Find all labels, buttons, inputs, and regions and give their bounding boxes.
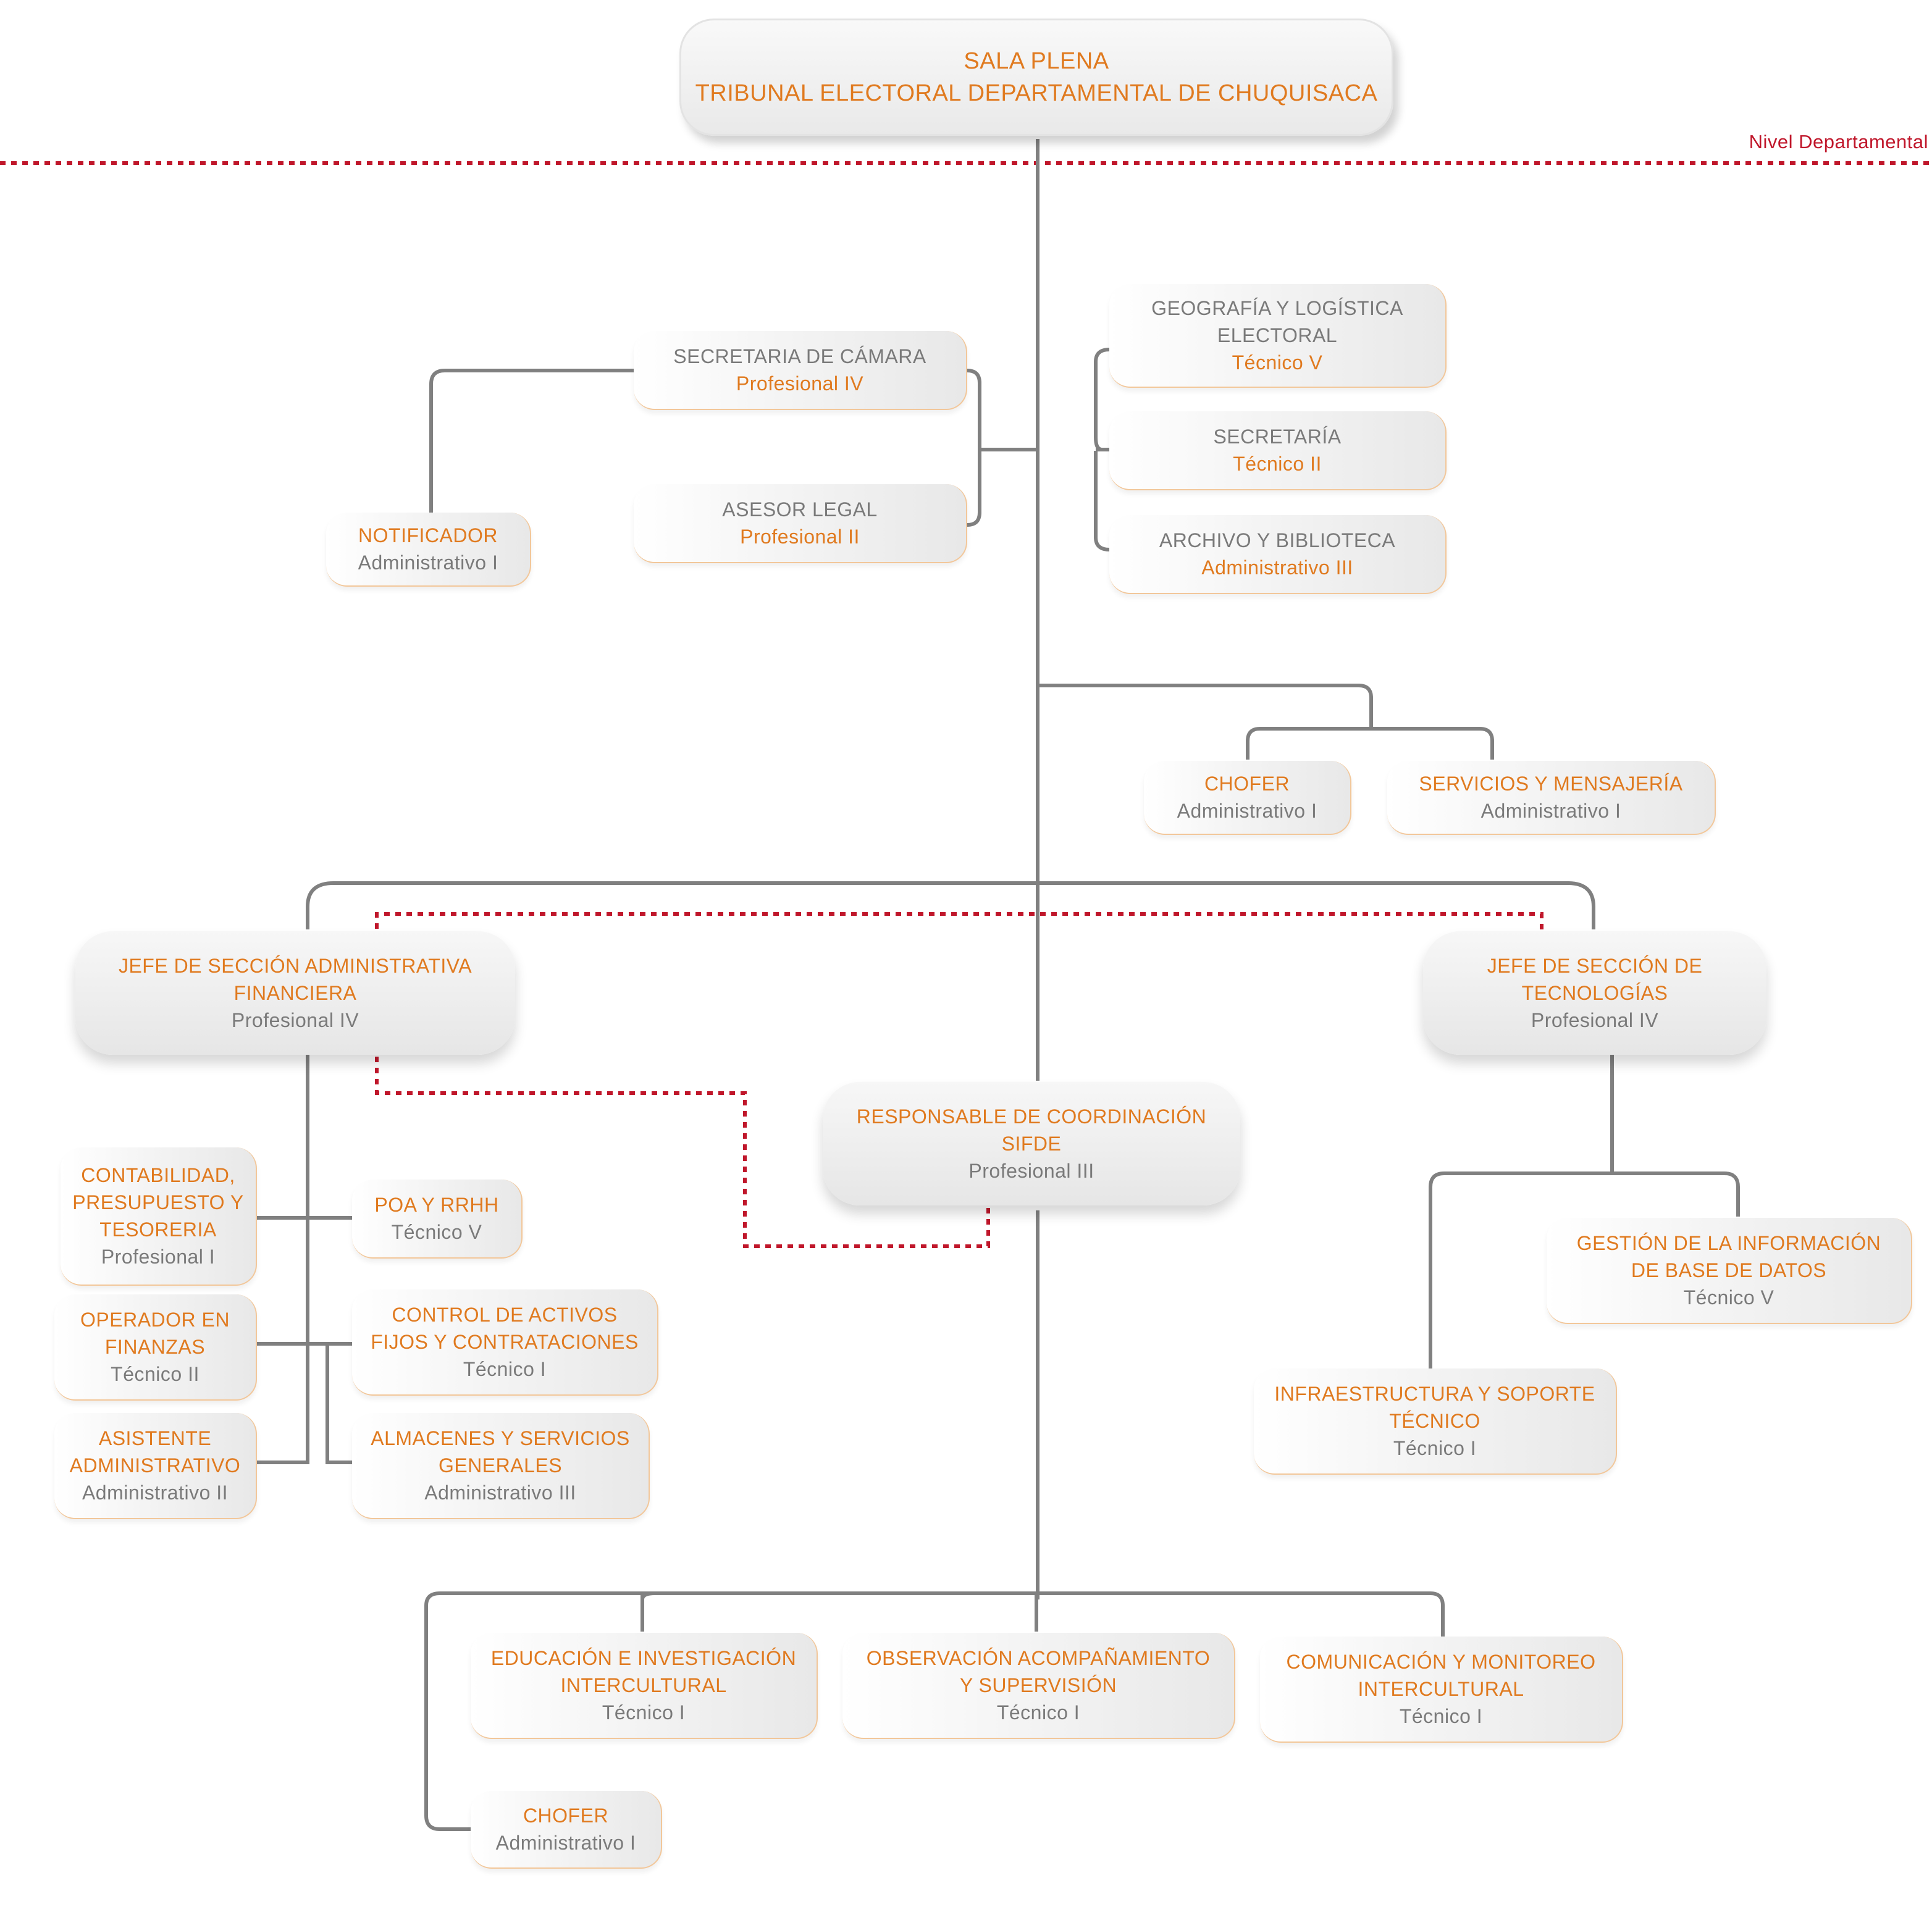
unit-title-line: COMUNICACIÓN Y MONITOREO xyxy=(1286,1651,1596,1673)
unit-title-line: POA Y RRHH xyxy=(374,1194,499,1216)
coordination-dotted-link xyxy=(375,912,1544,1248)
unit-title-line: GENERALES xyxy=(438,1454,563,1477)
sala-plena-title: SALA PLENA xyxy=(964,48,1109,74)
unit-title-line: Y SUPERVISIÓN xyxy=(959,1674,1117,1696)
unit-level: Profesional IV xyxy=(1531,1009,1659,1031)
unit-title-line: JEFE DE SECCIÓN ADMINISTRATIVA xyxy=(118,955,472,977)
unit-title-line: SECRETARÍA xyxy=(1213,425,1342,448)
level-label: Nivel Departamental xyxy=(1749,131,1928,153)
unit-title-line: EDUCACIÓN E INVESTIGACIÓN xyxy=(490,1647,797,1669)
sala-plena-box[interactable]: SALA PLENA TRIBUNAL ELECTORAL DEPARTAMEN… xyxy=(679,19,1393,136)
unit-title-line: GEOGRAFÍA Y LOGÍSTICA xyxy=(1151,297,1403,319)
unit-level: Administrativo I xyxy=(1177,800,1317,822)
unit-title-line: PRESUPUESTO Y xyxy=(72,1191,244,1213)
unit-level: Profesional IV xyxy=(736,372,864,395)
unit-gestion-info[interactable]: GESTIÓN DE LA INFORMACIÓN DE BASE DE DATO… xyxy=(1547,1218,1912,1324)
unit-title-line: GESTIÓN DE LA INFORMACIÓN xyxy=(1576,1232,1881,1254)
admin-links xyxy=(253,1216,352,1464)
unit-level: Técnico II xyxy=(1233,453,1322,475)
unit-operador[interactable]: OPERADOR EN FINANZAS Técnico II xyxy=(54,1294,257,1401)
unit-title-line: CONTROL DE ACTIVOS xyxy=(392,1304,618,1326)
unit-title-line: FINANCIERA xyxy=(233,982,357,1004)
unit-title-line: SERVICIOS Y MENSAJERÍA xyxy=(1419,773,1683,795)
unit-level: Administrativo I xyxy=(495,1832,636,1854)
staff-branch xyxy=(967,348,1110,551)
unit-sifde[interactable]: RESPONSABLE DE COORDINACIÓN SIFDE Profesio… xyxy=(823,1082,1240,1205)
unit-secretaria[interactable]: SECRETARÍA Técnico II xyxy=(1109,411,1447,490)
unit-level: Administrativo I xyxy=(358,551,498,574)
unit-archivo[interactable]: ARCHIVO Y BIBLIOTECA Administrativo III xyxy=(1109,515,1447,594)
unit-title-line: FINANZAS xyxy=(104,1336,206,1358)
unit-educacion[interactable]: EDUCACIÓN E INVESTIGACIÓN INTERCULTURAL Té… xyxy=(471,1633,818,1739)
unit-observacion[interactable]: OBSERVACIÓN ACOMPAÑAMIENTO Y SUPERVISIÓN T… xyxy=(842,1633,1235,1739)
unit-title-line: ASISTENTE xyxy=(98,1427,212,1449)
unit-title-line: FIJOS Y CONTRATACIONES xyxy=(371,1331,639,1353)
unit-title-line: ELECTORAL xyxy=(1217,324,1338,346)
unit-title-line: TÉCNICO xyxy=(1389,1410,1480,1432)
unit-level: Técnico V xyxy=(391,1221,482,1243)
unit-title-line: SIFDE xyxy=(1001,1133,1062,1155)
services-branch xyxy=(1038,684,1494,760)
unit-title-line: OBSERVACIÓN ACOMPAÑAMIENTO xyxy=(866,1647,1211,1669)
sifde-bus xyxy=(424,1591,1445,1831)
unit-title-line: INTERCULTURAL xyxy=(560,1674,727,1696)
unit-title-line: NOTIFICADOR xyxy=(358,524,498,547)
admin-links-2 xyxy=(326,1342,352,1464)
unit-level: Técnico I xyxy=(1399,1705,1483,1727)
unit-jefe-tec[interactable]: JEFE DE SECCIÓN DE TECNOLOGÍAS Profesional… xyxy=(1423,931,1766,1055)
tech-trunk xyxy=(1429,1055,1740,1368)
unit-level: Técnico I xyxy=(602,1701,686,1724)
unit-geografia[interactable]: GEOGRAFÍA Y LOGÍSTICA ELECTORAL Técnico V xyxy=(1109,284,1447,388)
unit-notificador[interactable]: NOTIFICADOR Administrativo I xyxy=(326,513,531,587)
unit-level: Profesional IV xyxy=(231,1009,359,1031)
unit-level: Administrativo I xyxy=(1480,800,1621,822)
unit-level: Administrativo III xyxy=(1201,556,1353,579)
unit-title-line: CHOFER xyxy=(1204,773,1290,795)
unit-title-line: SECRETARIA DE CÁMARA xyxy=(673,345,926,367)
unit-level: Profesional II xyxy=(740,526,860,548)
unit-asesor-legal[interactable]: ASESOR LEGAL Profesional II xyxy=(634,484,967,563)
unit-title-line: JEFE DE SECCIÓN DE xyxy=(1487,955,1703,977)
unit-poa[interactable]: POA Y RRHH Técnico V xyxy=(352,1180,523,1259)
unit-control-activos[interactable]: CONTROL DE ACTIVOS FIJOS Y CONTRATACIONES… xyxy=(352,1289,658,1396)
unit-title-line: OPERADOR EN xyxy=(80,1309,230,1331)
sections-bus xyxy=(306,881,1595,929)
unit-level: Profesional III xyxy=(968,1160,1094,1182)
unit-comunicacion[interactable]: COMUNICACIÓN Y MONITOREO INTERCULTURAL Téc… xyxy=(1260,1637,1623,1743)
unit-secretaria-camara[interactable]: SECRETARIA DE CÁMARA Profesional IV xyxy=(634,331,967,410)
unit-level: Técnico II xyxy=(111,1363,200,1385)
unit-title-line: INFRAESTRUCTURA Y SOPORTE xyxy=(1274,1383,1595,1405)
unit-level: Administrativo III xyxy=(424,1482,576,1504)
unit-title-line: CHOFER xyxy=(523,1804,609,1827)
unit-level: Técnico I xyxy=(996,1701,1080,1724)
unit-title-line: TESORERIA xyxy=(99,1218,217,1241)
unit-level: Técnico I xyxy=(1393,1437,1477,1459)
unit-title-line: ARCHIVO Y BIBLIOTECA xyxy=(1159,529,1396,551)
unit-jefe-admin[interactable]: JEFE DE SECCIÓN ADMINISTRATIVA FINANCIERA… xyxy=(75,931,515,1055)
unit-title-line: INTERCULTURAL xyxy=(1358,1678,1524,1700)
unit-title-line: ADMINISTRATIVO xyxy=(69,1454,241,1477)
unit-level: Técnico I xyxy=(463,1358,547,1380)
tribunal-title: TRIBUNAL ELECTORAL DEPARTAMENTAL DE CHUQ… xyxy=(695,80,1378,106)
unit-level: Profesional I xyxy=(101,1246,216,1268)
unit-title-line: ASESOR LEGAL xyxy=(722,498,878,521)
unit-infraestructura[interactable]: INFRAESTRUCTURA Y SOPORTE TÉCNICO Técnico … xyxy=(1254,1368,1617,1475)
unit-almacenes[interactable]: ALMACENES Y SERVICIOS GENERALES Administra… xyxy=(352,1413,650,1519)
unit-title-line: CONTABILIDAD, xyxy=(81,1164,235,1186)
unit-title-line: DE BASE DE DATOS xyxy=(1631,1259,1827,1281)
unit-title-line: TECNOLOGÍAS xyxy=(1521,982,1668,1004)
admin-trunk xyxy=(253,1055,309,1464)
unit-level: Administrativo II xyxy=(82,1482,229,1504)
unit-level: Técnico V xyxy=(1683,1286,1774,1309)
unit-title-line: ALMACENES Y SERVICIOS xyxy=(371,1427,630,1449)
unit-contabilidad[interactable]: CONTABILIDAD, PRESUPUESTO Y TESORERIA Profe… xyxy=(61,1147,257,1286)
unit-chofer-2[interactable]: CHOFER Administrativo I xyxy=(471,1791,662,1869)
unit-chofer-1[interactable]: CHOFER Administrativo I xyxy=(1144,761,1351,835)
unit-servicios[interactable]: SERVICIOS Y MENSAJERÍA Administrativo I xyxy=(1387,761,1716,835)
unit-asistente[interactable]: ASISTENTE ADMINISTRATIVO Administrativo II xyxy=(54,1413,257,1519)
unit-level: Técnico V xyxy=(1232,351,1323,374)
notificador-branch xyxy=(429,369,634,513)
unit-title-line: RESPONSABLE DE COORDINACIÓN xyxy=(856,1105,1207,1128)
